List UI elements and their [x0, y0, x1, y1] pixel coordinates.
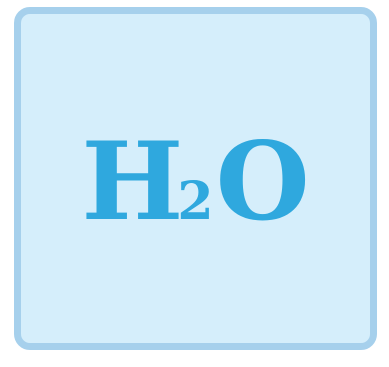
formula-oxygen: O	[215, 118, 310, 245]
formula-hydrogen: H	[81, 118, 183, 245]
formula-card: H 2 O	[14, 7, 377, 350]
formula-subscript: 2	[177, 170, 214, 232]
chemical-formula: H 2 O	[81, 128, 309, 236]
